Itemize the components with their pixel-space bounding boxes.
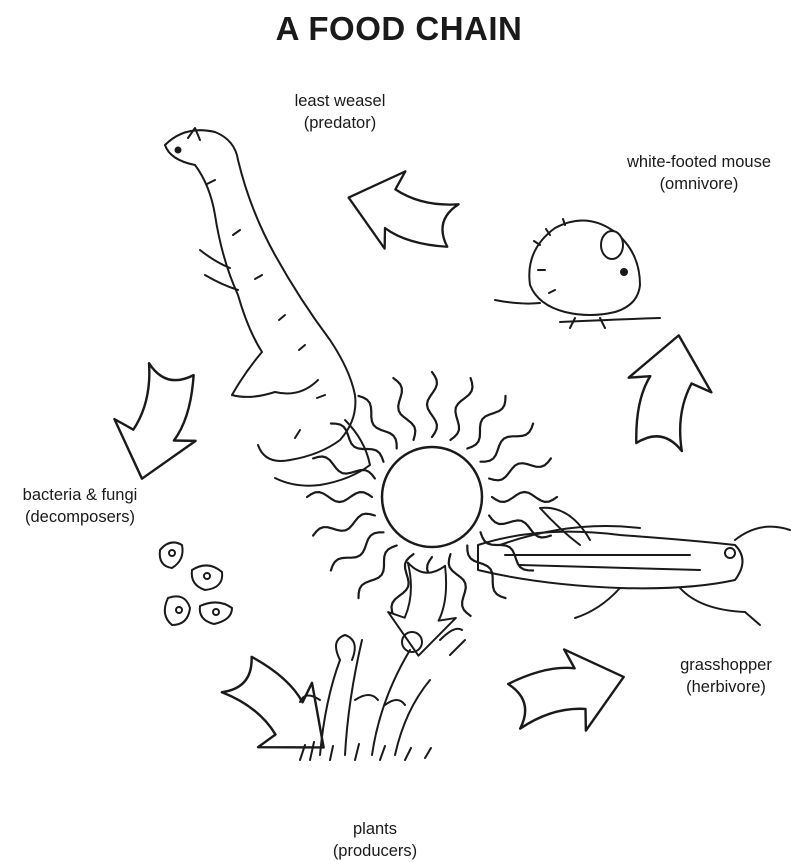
- sun-ray: [313, 514, 375, 536]
- sun-ray: [449, 554, 471, 616]
- arrow-weasel-to-decomposers: [101, 358, 211, 489]
- label-plants: plants (producers): [305, 818, 445, 862]
- sun-ray: [467, 396, 505, 449]
- plants-illustration: [300, 629, 465, 760]
- decomposers-role: (decomposers): [0, 506, 160, 528]
- mouse-illustration: [495, 219, 660, 328]
- sun-ray: [393, 378, 415, 440]
- label-grasshopper: grasshopper (herbivore): [656, 654, 796, 698]
- label-decomposers: bacteria & fungi (decomposers): [0, 484, 160, 528]
- diagram-title: A FOOD CHAIN: [0, 10, 798, 48]
- grasshopper-role: (herbivore): [656, 676, 796, 698]
- weasel-role: (predator): [245, 112, 435, 134]
- sun-ray: [331, 424, 384, 462]
- sun-ray: [492, 492, 557, 502]
- plants-name: plants: [305, 818, 445, 840]
- arrow-plants-to-grasshopper: [503, 636, 634, 746]
- grasshopper-illustration: [478, 508, 790, 625]
- weasel-illustration: [165, 128, 370, 486]
- sun-ray: [451, 378, 473, 440]
- weasel-name: least weasel: [245, 90, 435, 112]
- label-mouse: white-footed mouse (omnivore): [600, 151, 798, 195]
- grasshopper-name: grasshopper: [656, 654, 796, 676]
- sun-ray: [331, 532, 384, 570]
- arrow-grasshopper-to-mouse: [618, 328, 720, 454]
- decomposers-name: bacteria & fungi: [0, 484, 160, 506]
- sun-ray: [359, 396, 397, 449]
- mouse-name: white-footed mouse: [600, 151, 798, 173]
- sun-ray: [307, 492, 372, 502]
- sun-ray: [481, 424, 534, 462]
- sun-ray: [359, 546, 397, 599]
- label-weasel: least weasel (predator): [245, 90, 435, 134]
- mouse-role: (omnivore): [600, 173, 798, 195]
- sun-ray: [489, 458, 551, 480]
- sun-ray: [427, 372, 437, 437]
- decomposers-illustration: [160, 542, 232, 625]
- arrow-mouse-to-weasel: [338, 159, 463, 264]
